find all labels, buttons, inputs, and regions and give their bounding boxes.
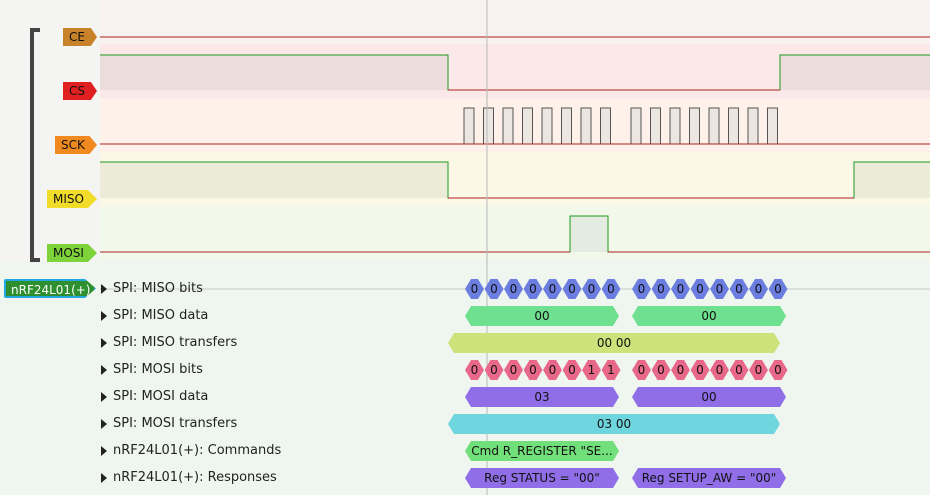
channel-tag-sck[interactable]: SCK (55, 136, 97, 154)
miso-data-byte[interactable]: 00 (465, 306, 619, 326)
mosi-bit[interactable]: 0 (710, 360, 729, 380)
sck-lane (100, 98, 930, 152)
miso-bit[interactable]: 0 (485, 279, 504, 299)
row-label: SPI: MOSI transfers (113, 416, 238, 431)
miso-bit[interactable]: 0 (543, 279, 562, 299)
expand-row-icon[interactable] (101, 365, 107, 375)
miso-transfer[interactable]: 00 00 (448, 333, 780, 353)
mosi-bit[interactable]: 1 (582, 360, 601, 380)
mosi-bit[interactable]: 0 (485, 360, 504, 380)
miso-bit[interactable]: 0 (632, 279, 651, 299)
mosi-bit[interactable]: 0 (524, 360, 543, 380)
sck-pulse (650, 108, 661, 144)
sck-pulse (709, 108, 719, 144)
miso-bit[interactable]: 0 (465, 279, 484, 299)
expand-row-icon[interactable] (101, 473, 107, 483)
miso-bit[interactable]: 0 (652, 279, 671, 299)
row-label: nRF24L01(+): Commands (113, 443, 282, 458)
row-label: SPI: MISO bits (113, 281, 203, 296)
command-annotation[interactable]: Cmd R_REGISTER "SE... (465, 441, 619, 461)
response-annotation[interactable]: Reg SETUP_AW = "00" (632, 468, 786, 488)
expand-row-icon[interactable] (101, 311, 107, 321)
miso-bit[interactable]: 0 (691, 279, 710, 299)
sck-pulse (748, 108, 758, 144)
mosi-data-byte[interactable]: 03 (465, 387, 619, 407)
miso-bit[interactable]: 0 (582, 279, 601, 299)
sck-pulse (728, 108, 739, 144)
channel-group-bracket (30, 28, 40, 262)
channel-label: CS (69, 84, 85, 98)
expand-row-icon[interactable] (101, 446, 107, 456)
sck-pulse (542, 108, 552, 144)
sck-pulse (581, 108, 591, 144)
mosi-bit[interactable]: 0 (730, 360, 749, 380)
channel-tag-miso[interactable]: MISO (47, 190, 97, 208)
miso-bit[interactable]: 0 (602, 279, 621, 299)
miso-bit[interactable]: 0 (730, 279, 749, 299)
mosi-bit[interactable]: 0 (749, 360, 768, 380)
mosi-data-byte[interactable]: 00 (632, 387, 786, 407)
channel-tag-cs[interactable]: CS (63, 82, 97, 100)
expand-row-icon[interactable] (101, 392, 107, 402)
miso-bit[interactable]: 0 (524, 279, 543, 299)
channel-label: MISO (53, 192, 84, 206)
miso-bit[interactable]: 0 (710, 279, 729, 299)
row-label: nRF24L01(+): Responses (113, 470, 277, 485)
mosi-bit[interactable]: 1 (602, 360, 621, 380)
response-annotation[interactable]: Reg STATUS = "00" (465, 468, 619, 488)
mosi-bit[interactable]: 0 (652, 360, 671, 380)
mosi-bit[interactable]: 0 (543, 360, 562, 380)
channel-label: MOSI (53, 246, 84, 260)
sck-pulse (464, 108, 474, 144)
mosi-bit[interactable]: 0 (632, 360, 651, 380)
miso-bit[interactable]: 0 (671, 279, 690, 299)
channel-tag-mosi[interactable]: MOSI (47, 244, 97, 262)
mosi-bit[interactable]: 0 (504, 360, 523, 380)
row-label: SPI: MOSI bits (113, 362, 203, 377)
miso-bit[interactable]: 0 (504, 279, 523, 299)
channel-label: SCK (61, 138, 85, 152)
mosi-bit[interactable]: 0 (465, 360, 484, 380)
miso-data-byte[interactable]: 00 (632, 306, 786, 326)
cs-high-fill (100, 55, 448, 90)
row-label: SPI: MISO transfers (113, 335, 238, 350)
expand-row-icon[interactable] (101, 338, 107, 348)
mosi-transfer[interactable]: 03 00 (448, 414, 780, 434)
sck-pulse (561, 108, 572, 144)
sck-pulse (503, 108, 513, 144)
mosi-bit[interactable]: 0 (671, 360, 690, 380)
miso-bit[interactable]: 0 (563, 279, 582, 299)
row-label: SPI: MISO data (113, 308, 209, 323)
sck-pulse (767, 108, 778, 144)
decoder-tag[interactable]: nRF24L01(+) (4, 279, 96, 298)
sck-pulse (689, 108, 700, 144)
expand-row-icon[interactable] (101, 284, 107, 294)
expand-row-icon[interactable] (101, 419, 107, 429)
sck-pulse (600, 108, 611, 144)
mosi-bit[interactable]: 0 (563, 360, 582, 380)
sck-pulse (670, 108, 680, 144)
sck-clock-pulses (100, 107, 930, 145)
channel-tag-ce[interactable]: CE (63, 28, 97, 46)
miso-bit[interactable]: 0 (749, 279, 768, 299)
channel-label: CE (69, 30, 85, 44)
sck-pulse (483, 108, 494, 144)
miso-bit[interactable]: 0 (769, 279, 788, 299)
mosi-bit[interactable]: 0 (691, 360, 710, 380)
decoder-label: nRF24L01(+) (11, 283, 91, 297)
sck-pulse (522, 108, 533, 144)
sck-pulse (631, 108, 641, 144)
row-label: SPI: MOSI data (113, 389, 209, 404)
mosi-bit[interactable]: 0 (769, 360, 788, 380)
mosi-lane (100, 206, 930, 260)
